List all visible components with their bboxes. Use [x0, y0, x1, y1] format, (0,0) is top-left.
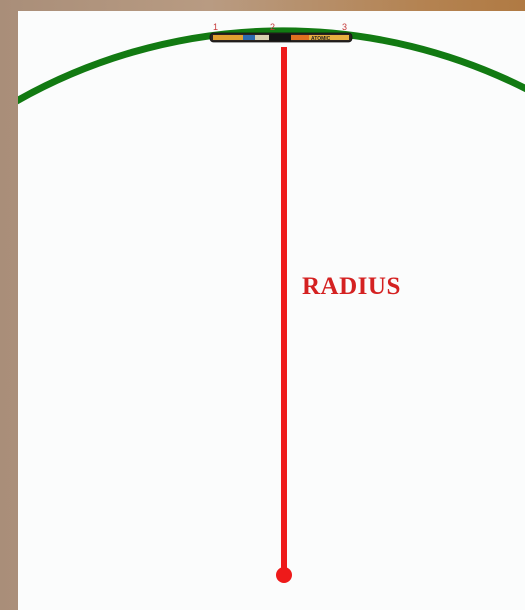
ski-brand-text: ATOMIC	[311, 36, 331, 42]
point-label-2: 2	[270, 23, 275, 32]
radius-diagram: ATOMIC	[18, 11, 525, 610]
center-dot-icon	[276, 567, 292, 583]
radius-label: RADIUS	[302, 273, 401, 301]
point-label-1: 1	[213, 23, 218, 32]
diagram-panel: ATOMIC 1 2 3 RADIUS	[18, 11, 525, 610]
point-label-3: 3	[342, 23, 347, 32]
ski-icon: ATOMIC	[210, 33, 352, 42]
